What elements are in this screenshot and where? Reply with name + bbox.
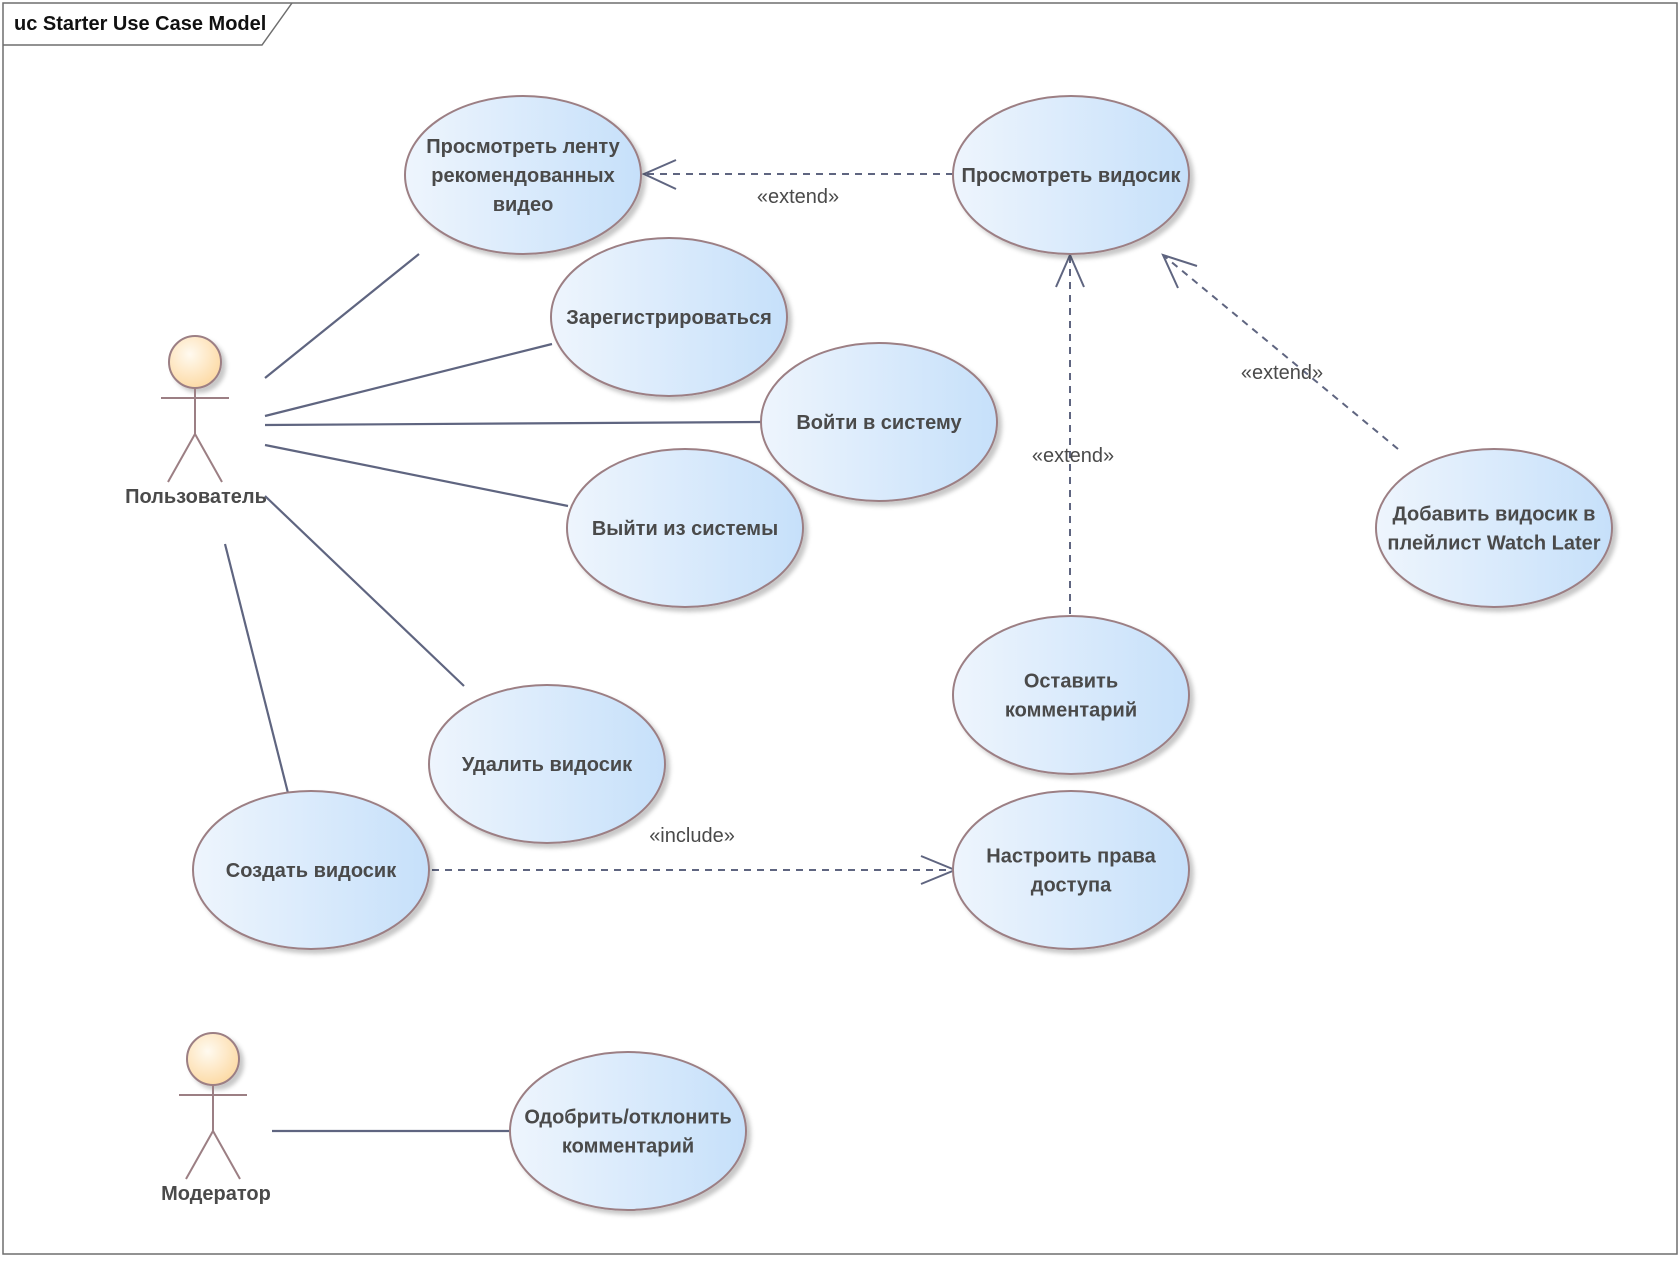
use-case-label-line: Просмотреть ленту: [426, 136, 620, 158]
use-case-label-line: доступа: [1031, 875, 1112, 897]
use-case-label-line: Добавить видосик в: [1393, 504, 1596, 526]
include-label-create-access: «include»: [649, 825, 735, 847]
actor-moderator-figure: [179, 1032, 247, 1180]
use-case-moderate[interactable]: Одобрить/отклонить комментарий: [509, 1051, 747, 1211]
use-case-label-line: рекомендованных: [431, 165, 614, 187]
use-case-login[interactable]: Войти в систему: [760, 342, 998, 502]
use-case-register-ellipse: [550, 237, 788, 397]
extend-watch-feed-arrowhead: [641, 159, 677, 190]
use-case-delete[interactable]: Удалить видосик: [428, 684, 666, 844]
use-case-logout[interactable]: Выйти из системы: [566, 448, 804, 608]
association-user-create: [223, 543, 290, 794]
use-case-create-ellipse: [192, 790, 430, 950]
use-case-create[interactable]: Создать видосик: [192, 790, 430, 950]
actor-user-right-leg: [194, 433, 223, 483]
use-case-access[interactable]: Настроить права доступа: [952, 790, 1190, 950]
actor-user[interactable]: Пользователь: [125, 335, 267, 508]
use-case-feed-label: Просмотреть ленту рекомендованных видео: [426, 136, 620, 216]
use-case-watchlater[interactable]: Добавить видосик в плейлист Watch Later: [1375, 448, 1613, 608]
use-case-comment-ellipse: [952, 615, 1190, 775]
use-case-access-ellipse: [952, 790, 1190, 950]
extend-watchlater-watch-arrowhead: [1161, 253, 1198, 289]
use-case-label-line: Войти в систему: [796, 412, 962, 434]
actor-user-head: [168, 335, 222, 389]
extend-comment-watch: [1055, 252, 1085, 614]
use-case-label-line: Просмотреть видосик: [961, 165, 1181, 187]
use-case-label-line: Создать видосик: [226, 860, 397, 882]
use-case-comment[interactable]: Оставить комментарий: [952, 615, 1190, 775]
extend-label-watch-feed: «extend»: [757, 186, 839, 208]
use-case-login-ellipse: [760, 342, 998, 502]
extend-watchlater-watch: [1161, 253, 1399, 450]
extend-comment-watch-arrowhead: [1055, 252, 1085, 288]
use-case-feed[interactable]: Просмотреть ленту рекомендованных видео: [404, 95, 642, 255]
use-case-logout-ellipse: [566, 448, 804, 608]
association-user-feed: [264, 253, 420, 379]
use-cases: Просмотреть ленту рекомендованных видео За…: [192, 95, 1613, 1211]
use-case-watchlater-label: Добавить видосик в плейлист Watch Later: [1387, 504, 1600, 555]
actor-user-left-leg: [167, 433, 196, 483]
use-case-access-label: Настроить права доступа: [986, 846, 1156, 897]
use-case-comment-label: Оставить комментарий: [1005, 671, 1137, 722]
use-case-logout-label: Выйти из системы: [592, 518, 778, 540]
use-case-label-line: Одобрить/отклонить: [524, 1107, 731, 1129]
association-user-logout: [264, 443, 569, 508]
use-case-login-label: Войти в систему: [796, 412, 962, 434]
use-case-register-label: Зарегистрироваться: [566, 307, 772, 329]
use-case-watch-label: Просмотреть видосик: [961, 165, 1181, 187]
use-case-delete-ellipse: [428, 684, 666, 844]
extend-label-watchlater-watch: «extend»: [1241, 362, 1323, 384]
actors: Пользователь Модератор: [125, 335, 271, 1205]
use-case-label-line: Зарегистрироваться: [566, 307, 772, 329]
association-lines: [223, 253, 762, 1133]
frame-title: uc Starter Use Case Model: [14, 13, 266, 35]
use-case-moderate-ellipse: [509, 1051, 747, 1211]
use-case-watchlater-ellipse: [1375, 448, 1613, 608]
extend-watch-feed: [641, 159, 953, 190]
use-case-label-line: Удалить видосик: [462, 754, 633, 776]
extend-watchlater-watch-line: [1162, 254, 1399, 450]
use-case-label-line: комментарий: [1005, 700, 1137, 722]
use-case-label-line: Выйти из системы: [592, 518, 778, 540]
extend-label-comment-watch: «extend»: [1032, 445, 1114, 467]
use-case-label-line: плейлист Watch Later: [1387, 533, 1600, 555]
frame-title-tab: [3, 2, 293, 46]
actor-moderator-head: [186, 1032, 240, 1086]
include-create-access: [432, 855, 958, 885]
association-user-register: [264, 342, 553, 418]
actor-moderator[interactable]: Модератор: [161, 1032, 271, 1205]
use-case-label-line: видео: [493, 194, 554, 216]
actor-moderator-label: Модератор: [161, 1183, 271, 1205]
use-case-create-label: Создать видосик: [226, 860, 397, 882]
use-case-label-line: Настроить права: [986, 846, 1156, 868]
use-case-watch[interactable]: Просмотреть видосик: [952, 95, 1190, 255]
stereotype-labels: «extend» «extend» «extend» «include»: [649, 186, 1323, 847]
use-case-watch-ellipse: [952, 95, 1190, 255]
use-case-delete-label: Удалить видосик: [462, 754, 633, 776]
actor-user-figure: [161, 335, 229, 483]
actor-moderator-left-leg: [185, 1130, 214, 1180]
association-user-login: [264, 420, 762, 427]
use-case-moderate-label: Одобрить/отклонить комментарий: [524, 1107, 731, 1158]
use-case-feed-ellipse: [404, 95, 642, 255]
association-user-delete: [264, 495, 465, 687]
actor-moderator-right-leg: [212, 1130, 241, 1180]
use-case-label-line: комментарий: [562, 1136, 694, 1158]
use-case-label-line: Оставить: [1024, 671, 1118, 693]
use-case-register[interactable]: Зарегистрироваться: [550, 237, 788, 397]
actor-user-label: Пользователь: [125, 486, 267, 508]
